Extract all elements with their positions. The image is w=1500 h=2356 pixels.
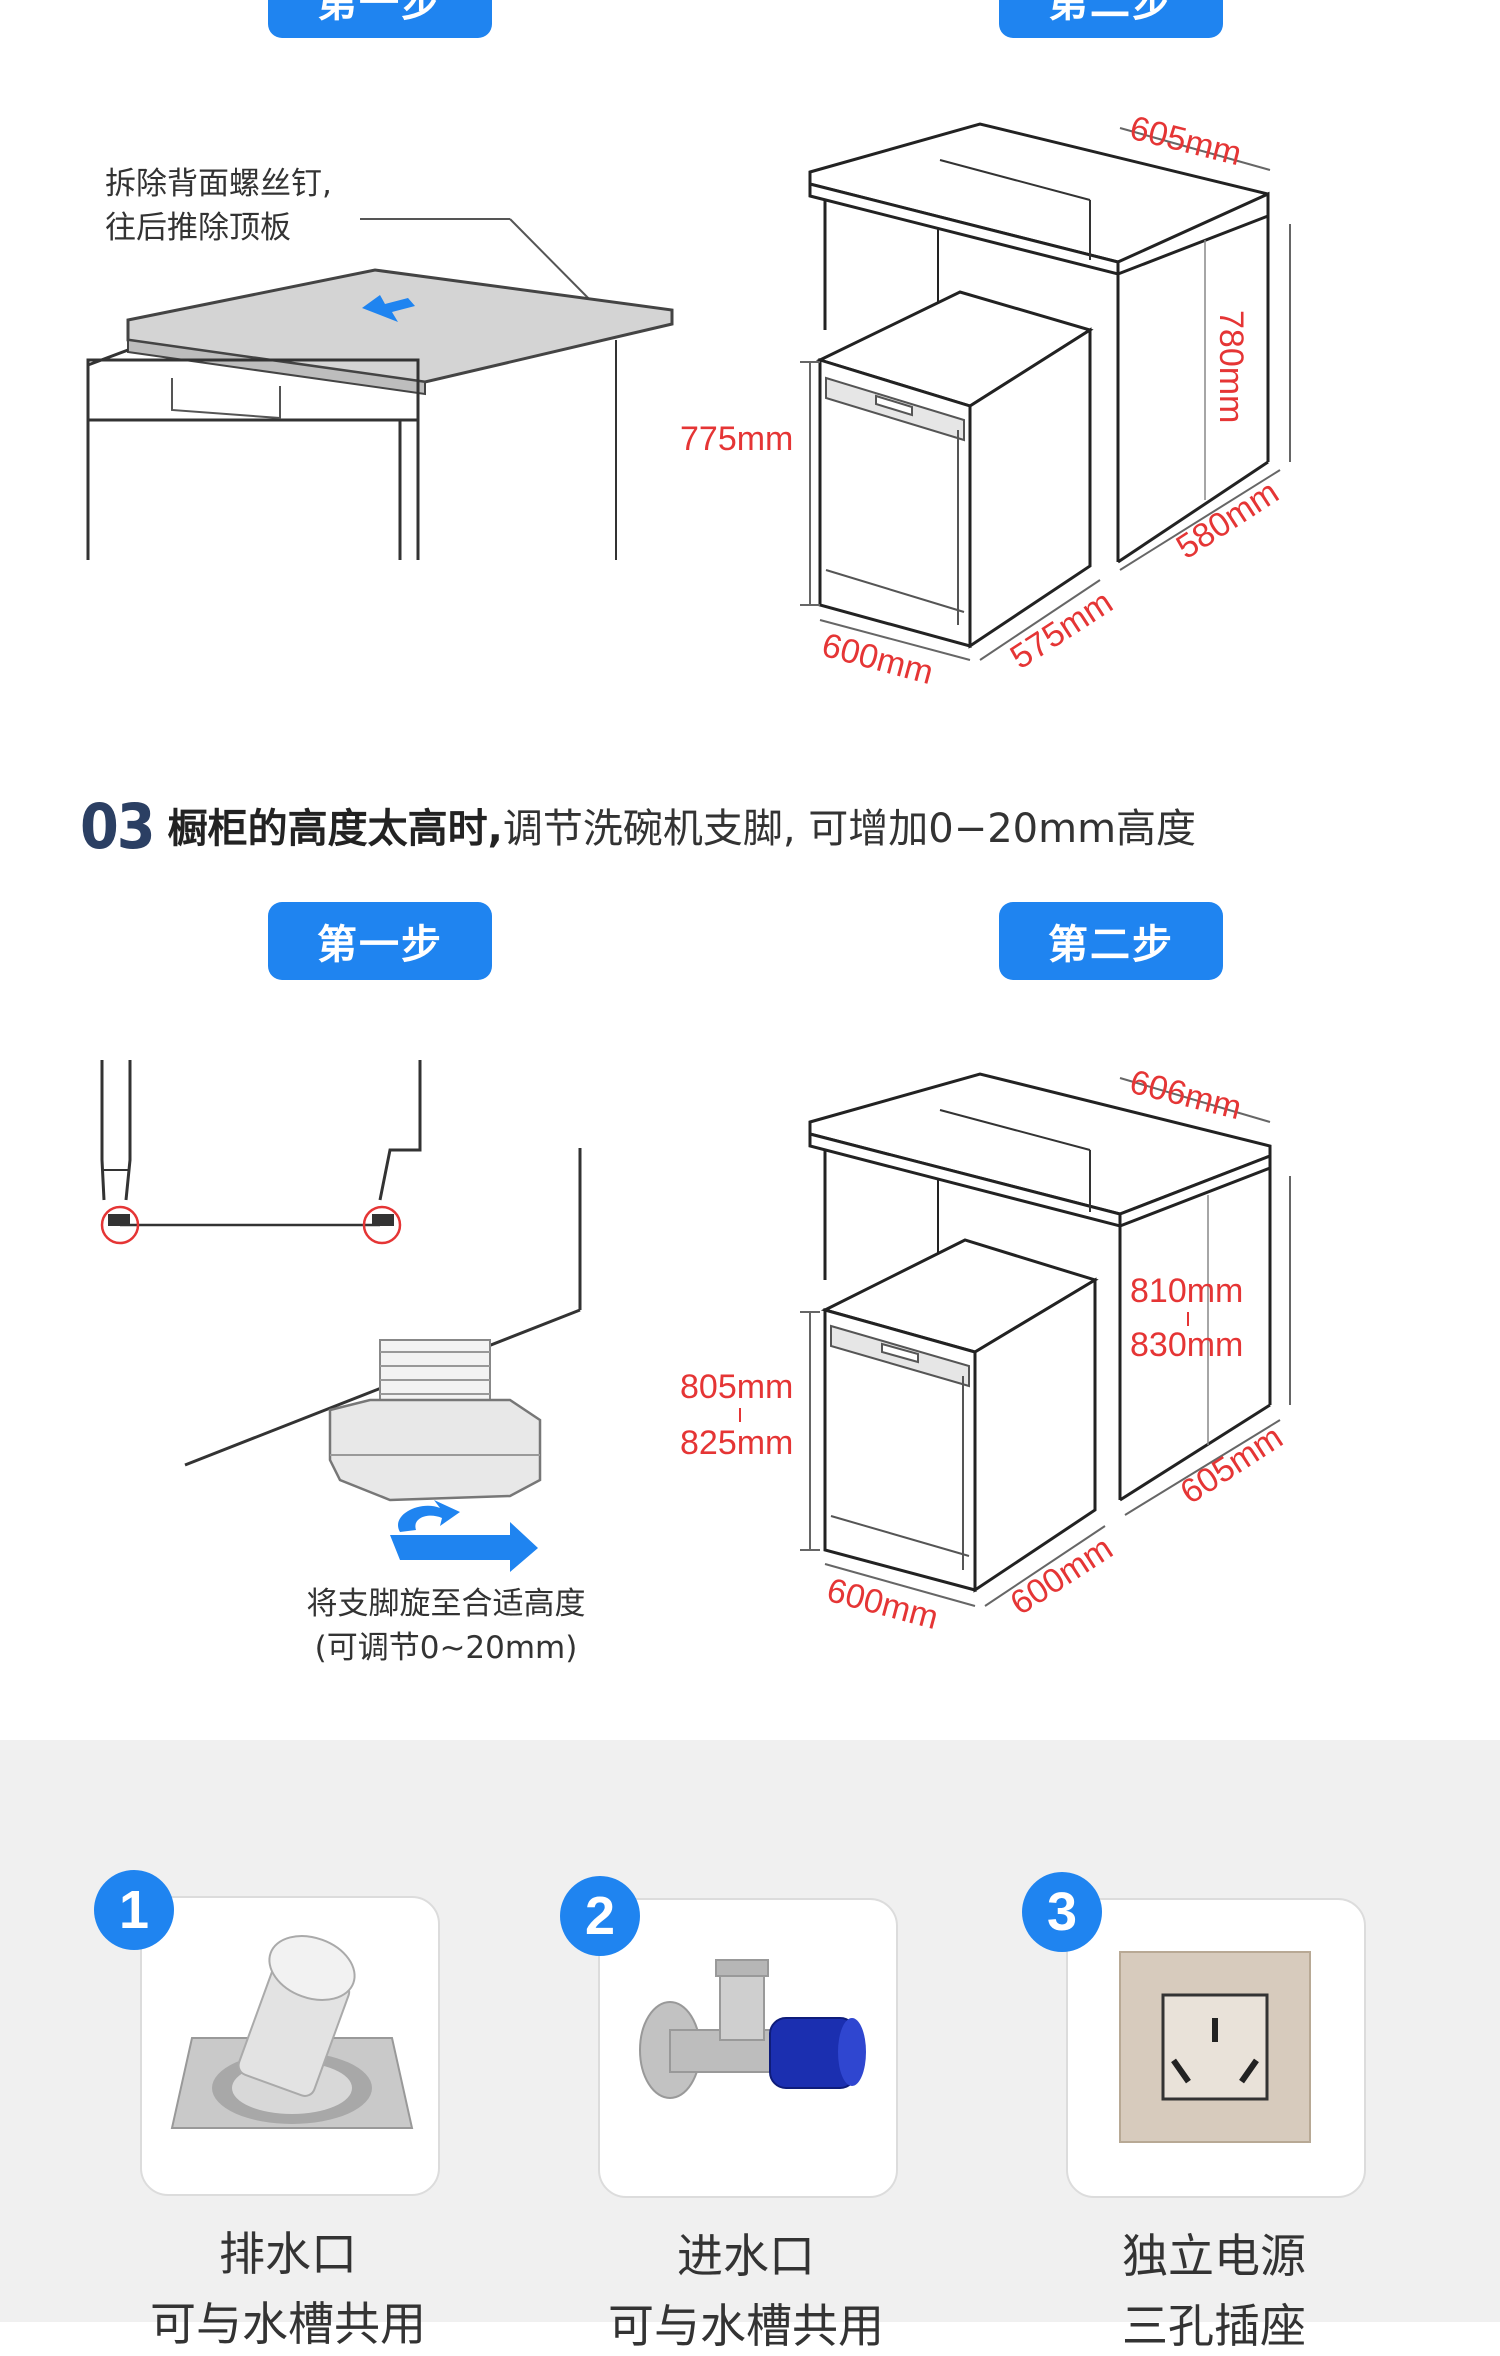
badge-3: 3 <box>1022 1872 1102 1952</box>
remove-note-line1: 拆除背面螺丝钉, <box>105 166 332 202</box>
requirement-title-2: 进水口 <box>677 2229 815 2283</box>
dim2-machine-height-max: 825mm <box>680 1424 793 1462</box>
requirement-card-inlet <box>598 1898 898 2198</box>
step2-text-mid: 第二步 <box>1048 922 1174 968</box>
requirement-subtitle-2: 可与水槽共用 <box>608 2299 884 2353</box>
badge-1-number: 1 <box>118 1880 150 1940</box>
badge-3-number: 3 <box>1046 1882 1078 1942</box>
dim-cabinet-depth: 580mm <box>1170 473 1286 567</box>
requirements-section: 1 排水口 可与水槽共用 2 进水口 可与水槽共用 3 独立电源 三孔插座 <box>0 1740 1500 2353</box>
angle-valve-icon <box>639 1959 866 2099</box>
dim2-cabinet-height-max: 830mm <box>1130 1326 1243 1364</box>
step1-text: 第一步 <box>317 0 443 26</box>
push-arrow-icon <box>362 295 415 322</box>
adjustable-foot-illustration <box>100 1060 582 1572</box>
badge-2-number: 2 <box>584 1886 616 1946</box>
badge-1: 1 <box>94 1870 174 1950</box>
remove-top-panel-illustration <box>86 218 674 560</box>
requirement-subtitle-1: 可与水槽共用 <box>150 2297 426 2351</box>
requirement-title-3: 独立电源 <box>1122 2229 1306 2283</box>
section-number: 03 <box>80 790 156 863</box>
requirement-card-power <box>1066 1898 1366 2198</box>
rotate-arrow-icon <box>398 1500 460 1532</box>
dimension-diagram-2: 606mm 810mm 830mm 605mm 805mm 825mm 600m… <box>680 1063 1291 1637</box>
foot-note: 将支脚旋至合适高度 (可调节0~20mm) <box>276 1582 616 1670</box>
requirement-subtitle-3: 三孔插座 <box>1122 2299 1306 2353</box>
dim2-cabinet-height-min: 810mm <box>1130 1272 1243 1310</box>
dim-cabinet-height: 780mm <box>1212 310 1250 423</box>
section-bold-text: 橱柜的高度太高时, <box>167 806 503 852</box>
dimension-diagram-1: 605mm 780mm 580mm 775mm 600mm 575mm <box>680 109 1291 692</box>
remove-note: 拆除背面螺丝钉, 往后推除顶板 <box>105 162 332 250</box>
step2-text: 第二步 <box>1048 0 1174 26</box>
foot-note-line2: (可调节0~20mm) <box>314 1630 578 1666</box>
step1-label-top: 第一步 <box>268 0 492 38</box>
dim-machine-height: 775mm <box>680 420 793 458</box>
requirement-title-1: 排水口 <box>219 2227 357 2281</box>
requirement-card-drain <box>140 1896 440 2196</box>
floor-drain-icon <box>170 1935 414 2129</box>
badge-2: 2 <box>560 1876 640 1956</box>
remove-note-line2: 往后推除顶板 <box>105 210 291 246</box>
step1-label: 第一步 <box>268 902 492 980</box>
step1-text-mid: 第一步 <box>317 922 443 968</box>
foot-note-line1: 将支脚旋至合适高度 <box>306 1586 586 1622</box>
section-text: 调节洗碗机支脚, 可增加0−20mm高度 <box>502 806 1197 852</box>
step2-label: 第二步 <box>999 902 1223 980</box>
power-socket-icon <box>1119 1951 1311 2143</box>
dim2-machine-height-min: 805mm <box>680 1368 793 1406</box>
dim2-cabinet-depth: 605mm <box>1174 1418 1290 1512</box>
step2-label-top: 第二步 <box>999 0 1223 38</box>
